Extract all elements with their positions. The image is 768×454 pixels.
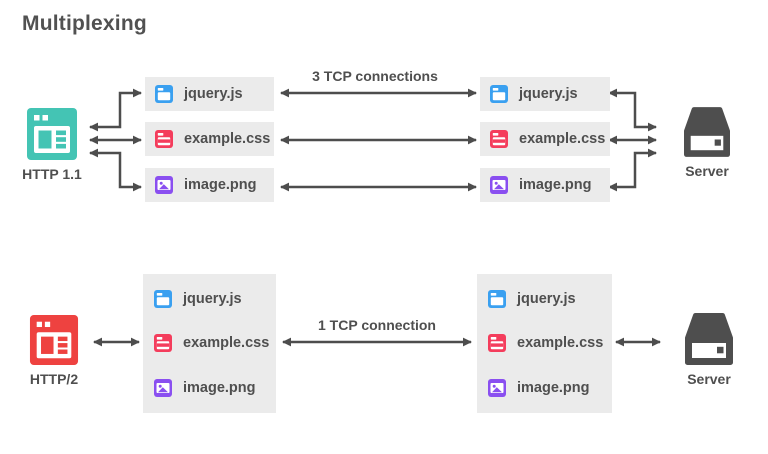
file-item: example.css bbox=[153, 326, 272, 360]
http2-client-label: HTTP/2 bbox=[29, 371, 79, 387]
arrow-http1-client-jquery bbox=[89, 88, 142, 132]
http1-server: Server bbox=[657, 107, 757, 179]
file-item: jquery.js bbox=[153, 282, 272, 316]
page-title: Multiplexing bbox=[22, 12, 147, 35]
file-item: example.css bbox=[487, 326, 608, 360]
js-file-icon bbox=[488, 290, 506, 308]
http1-left-file-image: image.png bbox=[145, 168, 274, 202]
file-label: example.css bbox=[519, 131, 606, 147]
http2-left-file-group: jquery.js example.css image.png bbox=[143, 274, 276, 413]
file-label: jquery.js bbox=[519, 86, 578, 102]
http1-right-file-css: example.css bbox=[480, 122, 610, 156]
http1-connection-label: 3 TCP connections bbox=[312, 68, 438, 84]
js-file-icon bbox=[155, 85, 173, 103]
css-file-icon bbox=[488, 334, 506, 352]
file-item: image.png bbox=[487, 371, 608, 405]
http2-server: Server bbox=[659, 313, 759, 387]
file-label: image.png bbox=[517, 380, 590, 396]
file-label: example.css bbox=[184, 131, 271, 147]
file-label: example.css bbox=[183, 335, 270, 351]
http2-server-label: Server bbox=[687, 371, 731, 387]
server-icon bbox=[684, 107, 730, 157]
css-file-icon bbox=[154, 334, 172, 352]
file-label: example.css bbox=[517, 335, 604, 351]
file-label: jquery.js bbox=[517, 291, 576, 307]
server-icon bbox=[685, 313, 733, 365]
image-file-icon bbox=[490, 176, 508, 194]
file-label: image.png bbox=[183, 380, 256, 396]
arrow-http1-client-image bbox=[89, 148, 142, 192]
browser-icon bbox=[27, 108, 77, 160]
http2-connection-label: 1 TCP connection bbox=[318, 317, 436, 333]
http1-left-file-css: example.css bbox=[145, 122, 274, 156]
http1-server-label: Server bbox=[685, 163, 729, 179]
file-label: jquery.js bbox=[184, 86, 243, 102]
js-file-icon bbox=[490, 85, 508, 103]
image-file-icon bbox=[155, 176, 173, 194]
arrow-http1-server-image bbox=[608, 148, 657, 192]
image-file-icon bbox=[488, 379, 506, 397]
http1-client: HTTP 1.1 bbox=[2, 108, 102, 182]
http1-right-file-jquery: jquery.js bbox=[480, 77, 610, 111]
http2-client: HTTP/2 bbox=[4, 315, 104, 387]
file-label: image.png bbox=[519, 177, 592, 193]
js-file-icon bbox=[154, 290, 172, 308]
file-item: jquery.js bbox=[487, 282, 608, 316]
file-item: image.png bbox=[153, 371, 272, 405]
arrow-http1-server-jquery bbox=[608, 88, 657, 132]
http1-left-file-jquery: jquery.js bbox=[145, 77, 274, 111]
browser-icon bbox=[29, 315, 79, 365]
file-label: jquery.js bbox=[183, 291, 242, 307]
file-label: image.png bbox=[184, 177, 257, 193]
http1-client-label: HTTP 1.1 bbox=[22, 166, 82, 182]
http2-right-file-group: jquery.js example.css image.png bbox=[477, 274, 612, 413]
image-file-icon bbox=[154, 379, 172, 397]
http1-right-file-image: image.png bbox=[480, 168, 610, 202]
css-file-icon bbox=[490, 130, 508, 148]
css-file-icon bbox=[155, 130, 173, 148]
